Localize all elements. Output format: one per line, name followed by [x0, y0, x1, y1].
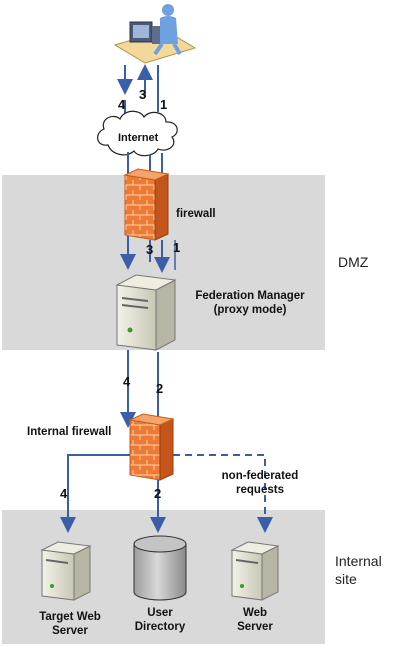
internal-firewall-label: Internal firewall — [27, 426, 112, 438]
internet-label: Internet — [118, 132, 159, 144]
flow-number: 4 — [118, 97, 126, 112]
web-server-label: Web Server — [237, 607, 273, 633]
user-directory-label: User Directory — [134, 607, 186, 633]
user-directory-database-icon — [133, 535, 187, 601]
flow-number: 2 — [154, 486, 162, 501]
flow-number: 2 — [156, 381, 164, 396]
internal-site-zone-label: Internal site — [335, 553, 382, 587]
internal-firewall-icon — [128, 413, 175, 481]
firewall-label: firewall — [176, 208, 216, 220]
dmz-zone-label: DMZ — [338, 254, 369, 270]
non-federated-requests-label: non-federated requests — [221, 470, 299, 496]
firewall-icon — [123, 168, 170, 241]
federation-manager-label: Federation Manager (proxy mode) — [195, 290, 305, 316]
target-web-server-label: Target Web Server — [39, 611, 101, 637]
target-web-server-icon — [40, 541, 92, 601]
flow-number: 4 — [60, 486, 68, 501]
flow-number: 3 — [139, 87, 147, 102]
flow-number: 4 — [123, 374, 131, 389]
federation-manager-server-icon — [115, 274, 177, 351]
web-server-icon — [230, 541, 280, 601]
flow-number: 1 — [160, 97, 168, 112]
internet-cloud-icon — [97, 110, 178, 157]
flow-number: 1 — [173, 240, 181, 255]
flow-number: 3 — [146, 242, 154, 257]
user-workstation-icon — [113, 4, 197, 64]
